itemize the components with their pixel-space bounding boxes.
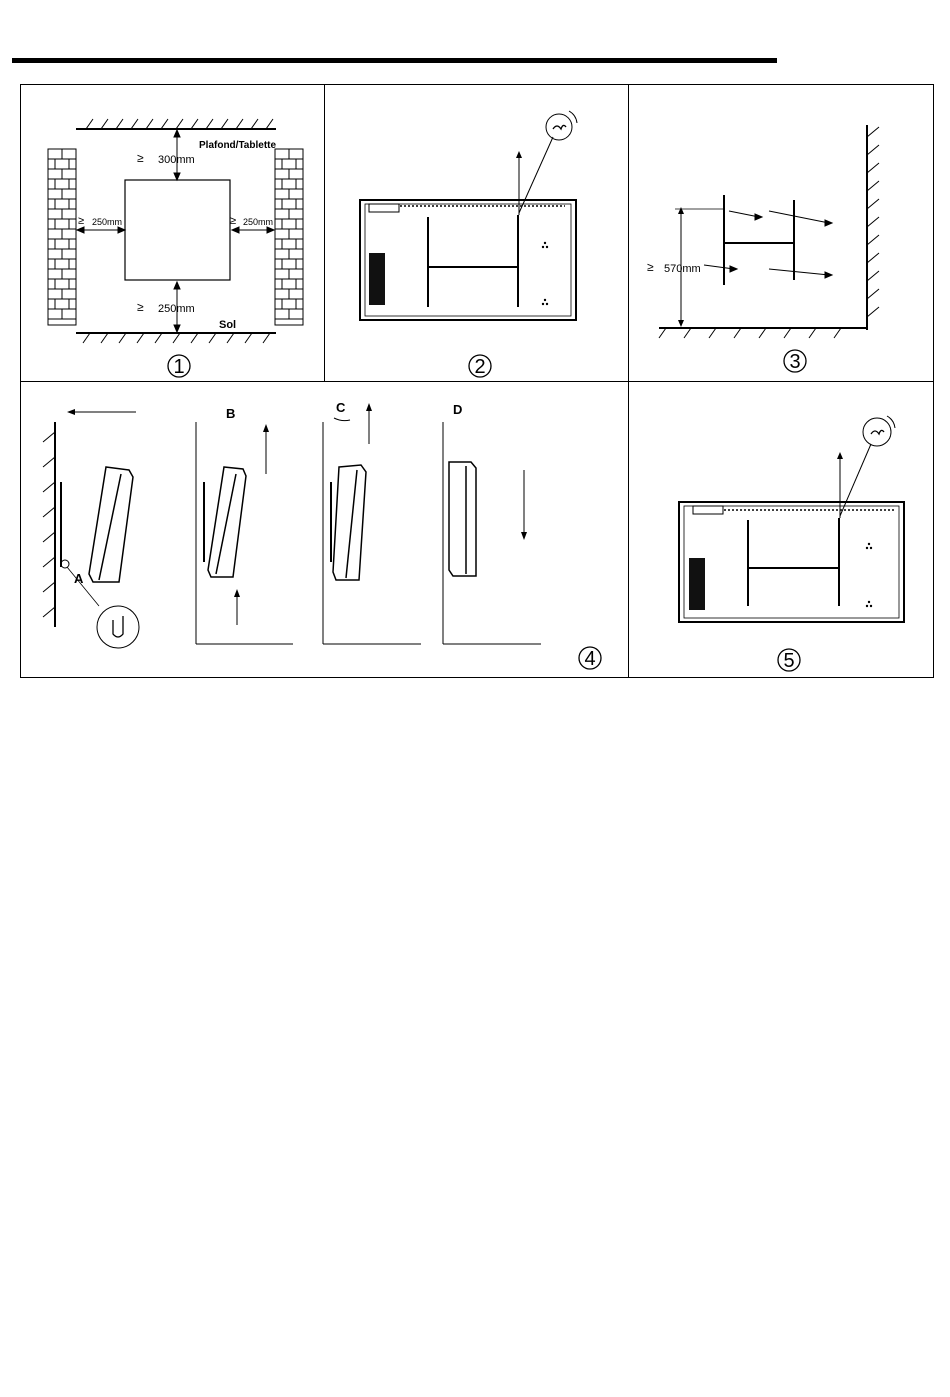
label-a: A (74, 571, 84, 586)
left-brick-wall (48, 149, 76, 325)
top-clearance-label: 300mm (158, 154, 195, 166)
label-d: D (453, 402, 462, 417)
floor-label: Sol (219, 319, 236, 331)
heater-vent-panel-5 (689, 558, 705, 610)
step-number-3: 3 (789, 351, 800, 373)
left-geq-symbol: ≥ (78, 215, 84, 227)
step-number-4: 4 (584, 648, 595, 670)
panel-heater-mounted: 5 (628, 381, 934, 678)
heater-side-d (449, 462, 476, 576)
label-b: B (226, 406, 235, 421)
wall-bracket-5 (748, 518, 839, 606)
ceiling-label: Plafond/Tablette (199, 140, 276, 151)
panel-hanging-sequence: A B C D 4 (20, 381, 629, 678)
header-rule (12, 58, 777, 63)
heater-back-outline (360, 200, 576, 320)
right-clearance-label: 250mm (243, 217, 273, 227)
panel-clearances: ≥ 300mm Plafond/Tablette ≥ 250mm ≥ 250mm… (20, 84, 325, 382)
heater-vent-panel (369, 253, 385, 305)
floor-hatch-3 (659, 328, 841, 338)
bottom-geq-symbol: ≥ (137, 300, 144, 314)
step-number-5: 5 (783, 650, 794, 672)
bottom-clearance-label: 250mm (158, 303, 195, 315)
step-number-1: 1 (173, 356, 184, 378)
clearance-diagram: ≥ 300mm Plafond/Tablette ≥ 250mm ≥ 250mm… (21, 85, 324, 381)
height-label: 570mm (664, 263, 701, 275)
side-wall-hatch (867, 127, 879, 317)
label-c: C (336, 400, 346, 415)
step-number-2: 2 (474, 356, 485, 378)
heater-side-a (89, 467, 133, 582)
heater-side-b (208, 467, 246, 577)
bracket-height-diagram: ≥ 570mm 3 (629, 85, 933, 381)
rotate-arrow-icon-5 (887, 416, 895, 428)
hook-detail-circle (97, 606, 139, 648)
heater-mounted-diagram: 5 (629, 382, 933, 677)
heater-outline (125, 180, 230, 280)
wall-bracket (428, 215, 518, 307)
hanging-sequence-diagram: A B C D 4 (21, 382, 628, 677)
ceiling-hatch (86, 119, 273, 129)
heater-side-c (333, 465, 366, 580)
right-geq-symbol: ≥ (230, 215, 236, 227)
left-clearance-label: 250mm (92, 217, 122, 227)
height-geq-symbol: ≥ (647, 260, 654, 274)
panel-bracket-height: ≥ 570mm 3 (628, 84, 934, 382)
top-geq-symbol: ≥ (137, 151, 144, 165)
panel-heater-back: 2 (324, 84, 629, 382)
right-brick-wall (275, 149, 303, 325)
floor-hatch (83, 333, 270, 343)
wall-bracket-3 (724, 195, 794, 285)
heater-mounted-outline (679, 502, 904, 622)
heater-back-diagram: 2 (325, 85, 628, 381)
